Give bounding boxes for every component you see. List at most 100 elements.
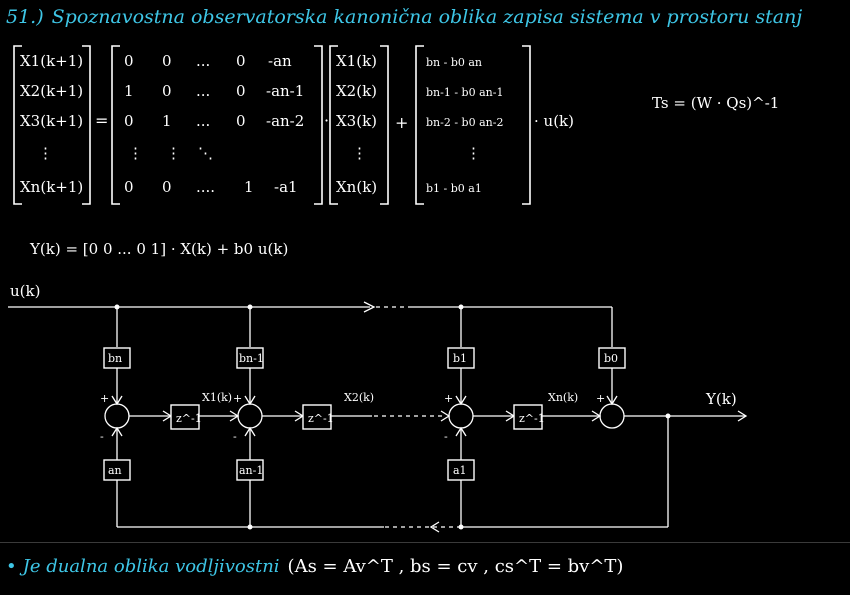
plus-sign: +	[444, 392, 453, 405]
a-matrix-cell: 1	[244, 178, 254, 196]
gain-label: b0	[604, 352, 618, 365]
summing-junction	[104, 403, 130, 429]
a-matrix-bracket-right	[314, 45, 323, 205]
forward-arrow	[229, 410, 240, 422]
b-vector-item: bn-1 - b0 an-1	[426, 86, 503, 99]
footer-math: (As = Av^T , bs = cv , cs^T = bv^T)	[287, 556, 624, 577]
summing-junction	[237, 403, 263, 429]
a-matrix-cell: 0	[124, 178, 134, 196]
delay-block	[170, 404, 200, 430]
minus-sign: -	[100, 430, 104, 443]
gain-label: b1	[453, 352, 467, 365]
delay-label: z^-1	[308, 412, 334, 425]
b-vector-item: bn-2 - b0 an-2	[426, 116, 503, 129]
b-vector-item: ⋮	[466, 144, 481, 162]
plus-sign: +	[596, 392, 605, 405]
block-diagram: u(k) bn bn-1 b1 b0	[8, 282, 748, 533]
minus-sign: -	[444, 430, 448, 443]
state-label: Xn(k)	[548, 391, 578, 404]
feedback-up-arrow	[111, 426, 123, 437]
gain-label: bn	[108, 352, 122, 365]
a-matrix-cell: -an-1	[266, 82, 304, 100]
a-matrix-cell: ...	[196, 52, 210, 70]
transform-equation: Ts = (W · Qs)^-1	[652, 94, 779, 112]
output-arrow	[737, 410, 748, 422]
a-matrix-cell: 1	[162, 112, 172, 130]
a-matrix-bracket-left	[111, 45, 120, 205]
a-matrix-cell: 0	[124, 112, 134, 130]
gain-label: bn-1	[239, 352, 264, 365]
delay-label: z^-1	[519, 412, 545, 425]
minus-sign: -	[233, 430, 237, 443]
output-equation: Y(k) = [0 0 ... 0 1] · X(k) + b0 u(k)	[29, 240, 288, 258]
delay-block	[513, 404, 543, 430]
a-matrix-cell: -an-2	[266, 112, 304, 130]
input-label: u(k)	[10, 282, 40, 300]
feedback-arrow	[429, 521, 440, 533]
b-vector-bracket-left	[415, 45, 424, 205]
feedback-up-arrow	[455, 426, 467, 437]
equals-sign: =	[95, 111, 108, 130]
state-label: X1(k)	[202, 391, 232, 404]
a-matrix-cell: 0	[162, 178, 172, 196]
summing-junction	[599, 403, 625, 429]
feedback-up-arrow	[244, 426, 256, 437]
heading-number: 51.)	[6, 6, 44, 28]
gain-label: an-1	[239, 464, 263, 477]
a-matrix-cell: ...	[196, 112, 210, 130]
a-matrix-cell: ....	[196, 178, 215, 196]
lhs-item: X2(k+1)	[20, 82, 83, 100]
state-equation: X1(k+1) X2(k+1) X3(k+1) ⋮ Xn(k+1) = 0 0 …	[13, 45, 574, 205]
delay-label: z^-1	[176, 412, 202, 425]
b-vector-item: bn - b0 an	[426, 56, 482, 69]
a-matrix-cell: 0	[162, 82, 172, 100]
footer-text: Je dualna oblika vodljivostni	[22, 556, 280, 577]
a-matrix-cell: ⋮	[128, 144, 143, 162]
a-matrix-cell: 0	[236, 82, 246, 100]
forward-arrow	[440, 410, 451, 422]
lhs-item: X1(k+1)	[20, 52, 83, 70]
lhs-item: X3(k+1)	[20, 112, 83, 130]
summing-junction	[448, 403, 474, 429]
lhs-bracket-right	[82, 45, 91, 205]
plus-sign: +	[100, 392, 109, 405]
x-vector-bracket-left	[329, 45, 338, 205]
input-arrow	[363, 301, 376, 313]
forward-arrow	[591, 410, 602, 422]
plus-sign: +	[233, 392, 242, 405]
a-matrix-cell: -an	[268, 52, 292, 70]
x-vector-item: ⋮	[352, 144, 367, 162]
a-matrix-cell: ⋱	[198, 144, 213, 162]
b-vector-bracket-right	[522, 45, 531, 205]
separator-line	[0, 542, 850, 543]
x-vector-item: X1(k)	[336, 52, 377, 70]
input-term: · u(k)	[534, 112, 574, 130]
a-matrix-cell: 0	[124, 52, 134, 70]
plus-operator: +	[395, 113, 408, 132]
a-matrix-cell: 1	[124, 82, 134, 100]
heading: 51.) Spoznavostna observatorska kanonična…	[6, 6, 846, 28]
lhs-item: Xn(k+1)	[20, 178, 83, 196]
x-vector-item: X3(k)	[336, 112, 377, 130]
b-vector-item: b1 - b0 a1	[426, 182, 482, 195]
dot-operator: ·	[324, 111, 329, 130]
x-vector-item: X2(k)	[336, 82, 377, 100]
lhs-item: ⋮	[38, 144, 53, 162]
x-vector-bracket-right	[380, 45, 389, 205]
delay-block	[302, 404, 332, 430]
a-matrix-cell: 0	[236, 112, 246, 130]
x-vector-item: Xn(k)	[336, 178, 377, 196]
a-matrix-cell: 0	[162, 52, 172, 70]
a-matrix-cell: ...	[196, 82, 210, 100]
gain-label: an	[108, 464, 122, 477]
heading-title: Spoznavostna observatorska kanonična obl…	[51, 6, 803, 28]
a-matrix-cell: ⋮	[166, 144, 181, 162]
footer-bullet: •	[6, 556, 17, 577]
gain-label: a1	[453, 464, 467, 477]
state-label: X2(k)	[344, 391, 374, 404]
lhs-bracket-left	[13, 45, 22, 205]
footer-note: •Je dualna oblika vodljivostni (As = Av^T…	[6, 556, 846, 577]
output-label: Y(k)	[705, 390, 737, 408]
